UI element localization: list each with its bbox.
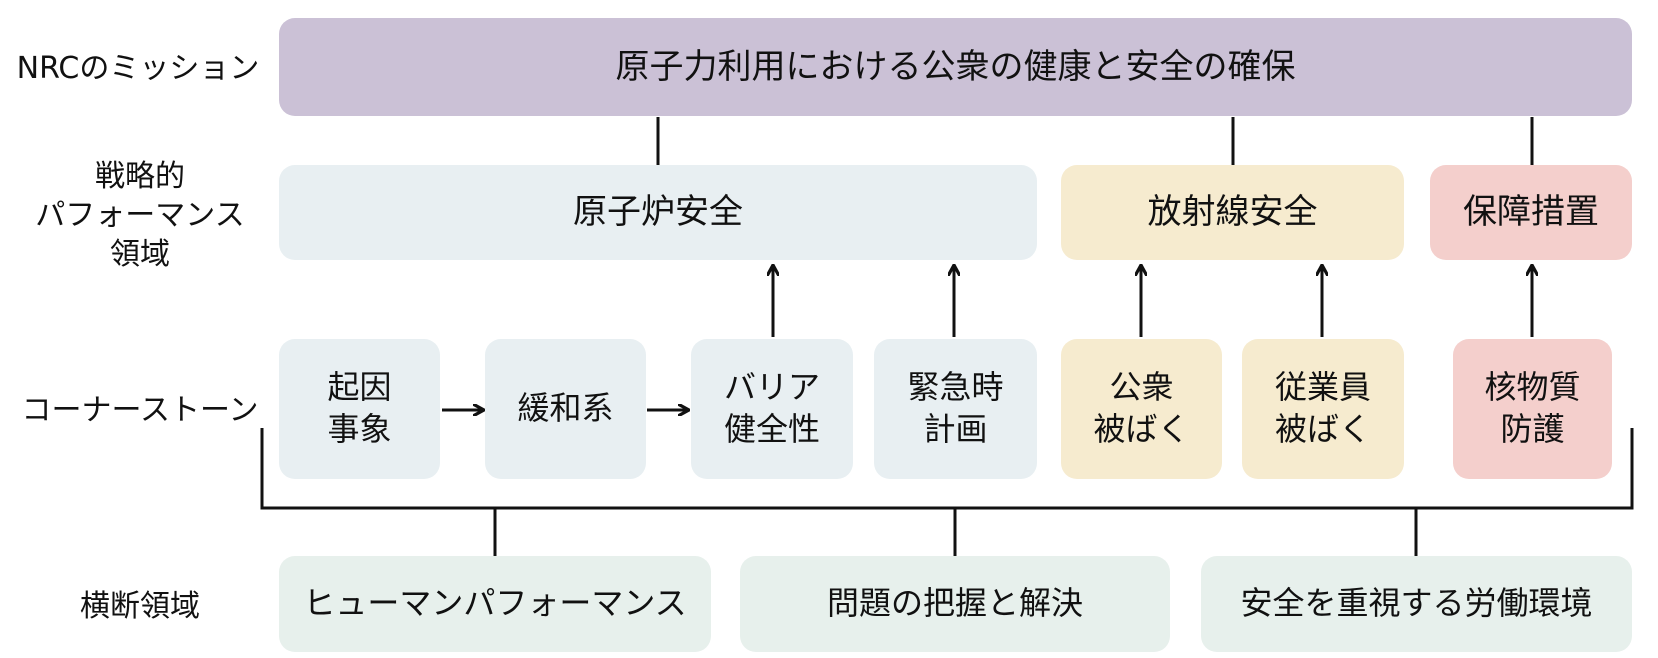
row-label-crosscutting: 横断領域 [20, 578, 260, 634]
crosscutting-safety-work-environment-label: 安全を重視する労働環境 [1240, 584, 1593, 623]
cornerstone-security-line1: 核物質 [1484, 368, 1581, 407]
cornerstone-mitigating-systems-line1: 緩和系 [517, 389, 614, 428]
row-label-cornerstones-text: コーナーストーン [21, 392, 259, 428]
crosscutting-problem-identification-label: 問題の把握と解決 [826, 584, 1083, 623]
cornerstone-initiating-events: 起因 事象 [279, 339, 440, 479]
cornerstone-emergency-preparedness-line2: 計画 [923, 410, 988, 448]
cornerstone-barrier-integrity-line1: バリア [723, 368, 820, 407]
strategic-radiation-safety: 放射線安全 [1061, 165, 1404, 260]
cornerstone-public-exposure-line1: 公衆 [1109, 368, 1174, 407]
row-label-strategic: 戦略的 パフォーマンス 領域 [20, 150, 260, 280]
cornerstone-initiating-events-line2: 事象 [327, 410, 392, 448]
row-label-cornerstones: コーナーストーン [8, 382, 272, 438]
cornerstone-occupational-exposure-line2: 被ばく [1274, 410, 1371, 448]
row-label-crosscutting-text: 横断領域 [80, 588, 200, 624]
strategic-reactor-safety: 原子炉安全 [279, 165, 1037, 260]
cornerstone-security: 核物質 防護 [1453, 339, 1612, 479]
cornerstone-bracket [260, 428, 1634, 510]
cornerstone-barrier-integrity: バリア 健全性 [691, 339, 853, 479]
crosscutting-safety-work-environment: 安全を重視する労働環境 [1201, 556, 1632, 652]
row-label-strategic-line2: パフォーマンス [35, 197, 245, 233]
cornerstone-public-exposure: 公衆 被ばく [1061, 339, 1222, 479]
cornerstone-occupational-exposure: 従業員 被ばく [1242, 339, 1404, 479]
strategic-safeguards-label: 保障措置 [1463, 192, 1599, 233]
strategic-safeguards: 保障措置 [1430, 165, 1632, 260]
crosscutting-human-performance-label: ヒューマンパフォーマンス [303, 584, 687, 623]
row-label-strategic-line1: 戦略的 [95, 158, 185, 194]
cornerstone-public-exposure-line2: 被ばく [1093, 410, 1190, 448]
mission-box: 原子力利用における公衆の健康と安全の確保 [279, 18, 1632, 116]
crosscutting-problem-identification: 問題の把握と解決 [740, 556, 1170, 652]
cornerstone-security-line2: 防護 [1500, 410, 1565, 448]
row-label-strategic-line3: 領域 [110, 236, 170, 272]
cornerstone-initiating-events-line1: 起因 [327, 368, 392, 407]
cornerstone-occupational-exposure-line1: 従業員 [1274, 368, 1371, 407]
cornerstone-mitigating-systems: 緩和系 [485, 339, 646, 479]
strategic-reactor-safety-label: 原子炉安全 [573, 192, 743, 233]
cornerstone-emergency-preparedness: 緊急時 計画 [874, 339, 1037, 479]
mission-text: 原子力利用における公衆の健康と安全の確保 [615, 46, 1296, 87]
row-label-mission-text: NRCのミッション [16, 50, 260, 86]
row-label-mission: NRCのミッション [12, 40, 264, 96]
cornerstone-barrier-integrity-line2: 健全性 [723, 410, 820, 448]
crosscutting-human-performance: ヒューマンパフォーマンス [279, 556, 711, 652]
cornerstone-emergency-preparedness-line1: 緊急時 [907, 368, 1004, 407]
strategic-radiation-safety-label: 放射線安全 [1147, 192, 1318, 233]
